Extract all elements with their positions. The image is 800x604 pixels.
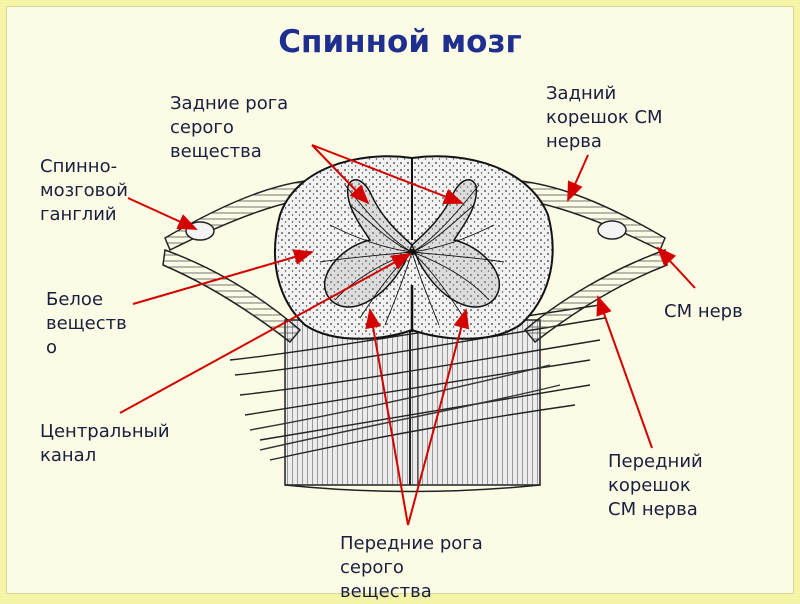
label-posterior-horns: Задние рога серого вещества xyxy=(170,93,289,162)
arrow-ganglion xyxy=(127,197,198,230)
arrow-sc-nerve xyxy=(656,246,696,289)
arrow-central-canal xyxy=(119,253,412,414)
arrow-white-matter xyxy=(132,249,314,305)
label-central-canal: Центральный канал xyxy=(40,421,170,466)
slide-title: Спинной мозг xyxy=(278,24,522,60)
arrow-anterior-horn-right xyxy=(407,308,470,526)
arrow-anterior-horn-left xyxy=(365,308,409,526)
arrow-posterior-horn-left xyxy=(311,144,370,205)
label-anterior-horns: Передние рога серого вещества xyxy=(340,533,483,602)
label-anterior-root: Передний корешок СМ нерва xyxy=(608,451,703,520)
arrow-posterior-root xyxy=(567,154,589,202)
label-ganglion: Спинно- мозговой ганглий xyxy=(40,156,128,225)
pointer-arrows xyxy=(119,144,696,526)
cord-column xyxy=(284,319,541,493)
arrow-anterior-root xyxy=(596,295,653,449)
label-sc-nerve: СМ нерв xyxy=(664,301,743,322)
rootlet-bundles xyxy=(229,304,606,461)
label-posterior-root: Задний корешок СМ нерва xyxy=(546,83,663,152)
right-ganglion xyxy=(597,220,627,240)
arrow-posterior-horn-right xyxy=(311,144,464,204)
left-ganglion xyxy=(185,221,215,241)
label-white-matter: Белое веществ о xyxy=(46,289,127,358)
